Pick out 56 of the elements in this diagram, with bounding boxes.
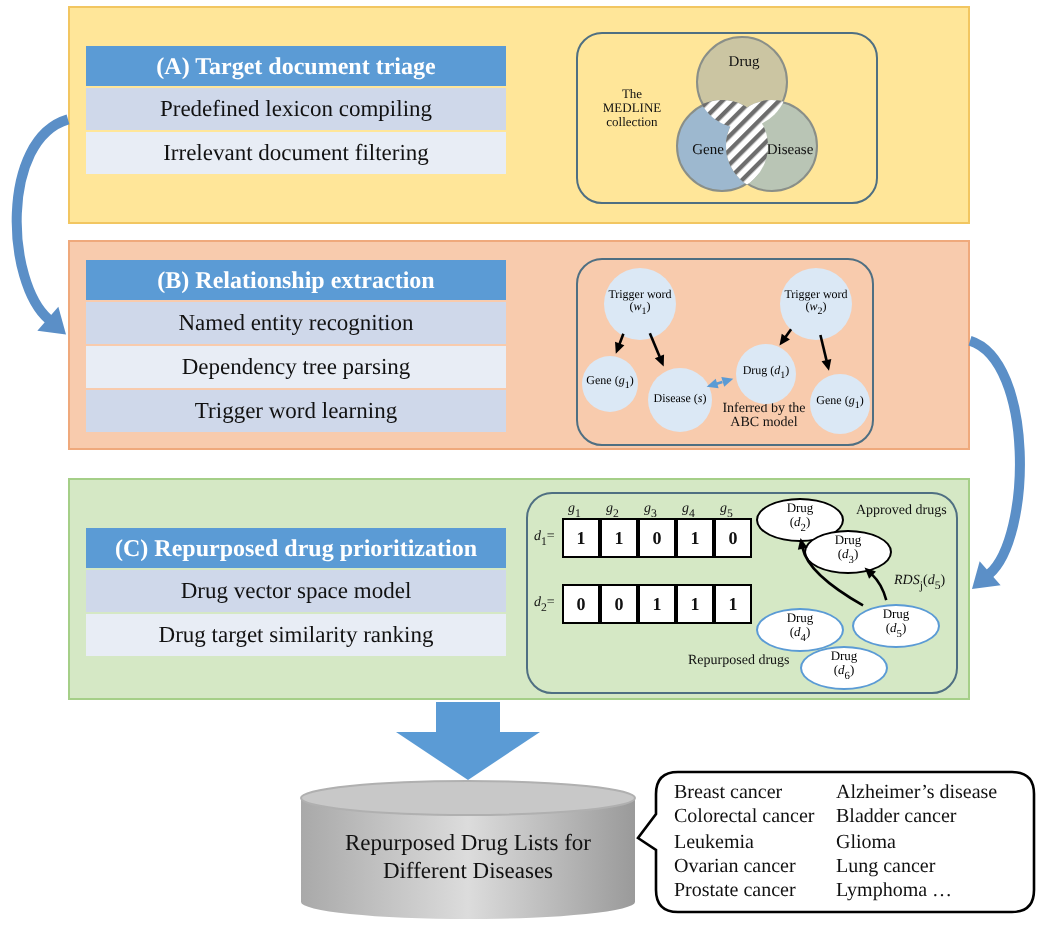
entity-circle [604, 268, 676, 340]
vector-value: 1 [562, 518, 600, 558]
flow-arrow [11, 114, 71, 337]
disease-name: Bladder cancer [836, 808, 957, 829]
arrow [864, 567, 888, 601]
method-row: Named entity recognition [86, 302, 506, 344]
entity-circle [582, 356, 638, 412]
disease-name: Leukemia [674, 833, 754, 854]
arrow [779, 328, 793, 346]
disease-name: Ovarian cancer [674, 857, 796, 878]
stage-panel [68, 240, 970, 450]
arrow [648, 332, 665, 367]
inset-frame [576, 258, 874, 446]
entity-circle [780, 268, 852, 340]
method-row: Trigger word learning [86, 390, 506, 432]
disease-name: Colorectal cancer [674, 808, 815, 829]
drug-ellipse [800, 646, 888, 690]
arrow [615, 333, 625, 354]
drug-ellipse [804, 530, 892, 574]
vector-value: 1 [600, 518, 638, 558]
disease-name: Prostate cancer [674, 882, 796, 903]
database-label: Repurposed Drug Lists for Different Diseases [343, 832, 593, 888]
arrow [798, 538, 864, 607]
vector-value: 0 [638, 518, 676, 558]
arrow [819, 334, 832, 371]
entity-circle [736, 344, 796, 404]
stage-heading: (A) Target document triage [86, 46, 506, 86]
method-row: Dependency tree parsing [86, 346, 506, 388]
disease-name: Breast cancer [674, 784, 783, 804]
arrow [706, 377, 734, 389]
vector-value: 0 [600, 584, 638, 624]
vector-value: 0 [562, 584, 600, 624]
disease-name: Alzheimer’s disease [836, 784, 998, 804]
drug-ellipse [852, 604, 940, 648]
method-row: Predefined lexicon compiling [86, 88, 506, 130]
stage-heading: (B) Relationship extraction [86, 260, 506, 300]
disease-name: Glioma [836, 833, 896, 854]
vector-value: 1 [638, 584, 676, 624]
method-row: Irrelevant document filtering [86, 132, 506, 174]
vector-value: 1 [714, 584, 752, 624]
vector-value: 0 [714, 518, 752, 558]
inset-frame [576, 32, 878, 204]
method-row: Drug vector space model [86, 570, 506, 612]
stage-panel [68, 478, 970, 700]
drug-ellipse [756, 608, 844, 652]
vector-value: 1 [676, 584, 714, 624]
entity-circle [648, 368, 712, 432]
vector-value: 1 [676, 518, 714, 558]
stage-panel [68, 6, 970, 224]
disease-name: Lymphoma … [836, 882, 953, 903]
stage-heading: (C) Repurposed drug prioritization [86, 528, 506, 568]
disease-name: Lung cancer [836, 857, 936, 878]
flow-arrow [967, 336, 1025, 592]
method-row: Drug target similarity ranking [86, 614, 506, 656]
flow-arrow [396, 702, 540, 780]
entity-circle [810, 374, 870, 434]
